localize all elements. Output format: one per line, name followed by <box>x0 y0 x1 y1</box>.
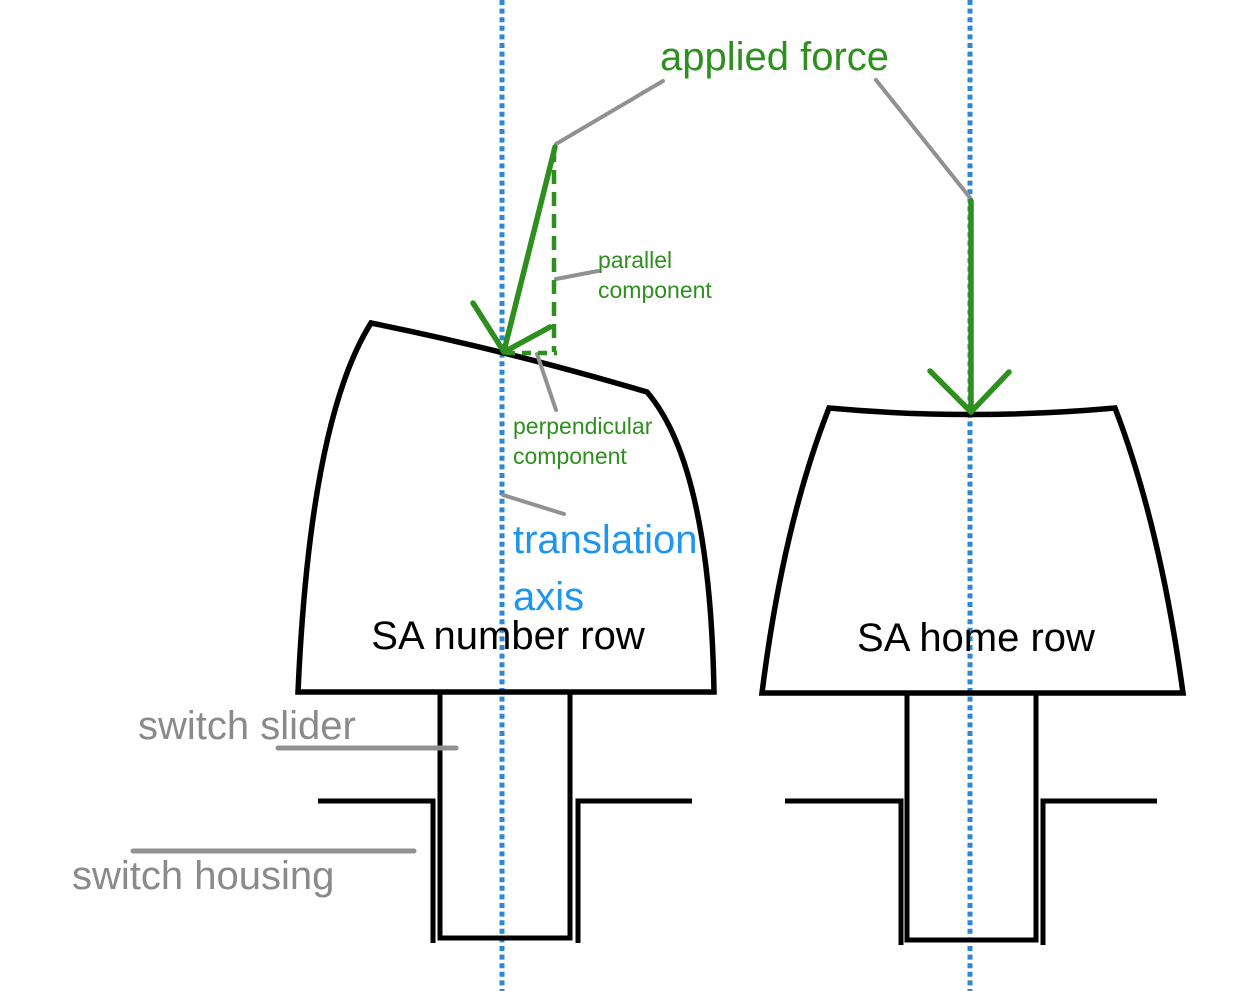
translation-axis-pointer <box>501 493 566 516</box>
arrow-shaft-left <box>501 144 558 354</box>
keycap-outline-sa-number-row <box>295 319 717 695</box>
switch-housing-right-wall-left <box>575 798 692 943</box>
arrow-barb-right-2 <box>968 369 1012 415</box>
perpendicular-component-label: perpendicular component <box>513 413 653 469</box>
keycap-label-sa-home-row: SA home row <box>857 616 1095 660</box>
translation-axis-label: translation axis <box>513 518 698 619</box>
applied-force-arrow-left <box>470 144 558 355</box>
switch-slider-label: switch slider <box>138 704 356 748</box>
arrow-barb-right-1 <box>927 368 974 415</box>
switch-housing-right-wall-right <box>1040 798 1157 945</box>
switch-slider-stem-left <box>437 694 573 941</box>
applied-force-pointer-left <box>554 79 665 146</box>
translation-axes <box>499 0 973 991</box>
keycap-outline-sa-home-row <box>758 405 1187 696</box>
applied-force-label: applied force <box>660 35 890 79</box>
perpendicular-component-pointer <box>535 352 558 412</box>
left-switch <box>295 319 717 943</box>
parallel-component-pointer <box>554 269 600 281</box>
arrow-barb-left-2 <box>501 324 553 355</box>
applied-force-pointer-right <box>874 78 973 201</box>
right-switch <box>758 405 1187 945</box>
force-components <box>506 148 557 356</box>
keycap-label-sa-number-row: SA number row <box>371 614 645 658</box>
switch-housing-left-wall-left <box>318 798 436 943</box>
switch-slider-stem-right <box>904 695 1039 943</box>
arrow-barb-left-1 <box>470 300 507 355</box>
switch-housing-left-wall-right <box>785 798 904 945</box>
pointer-lines <box>130 78 973 854</box>
parallel-component-label: parallel component <box>598 247 712 303</box>
force-arrows <box>470 144 1012 415</box>
switch-housing-label: switch housing <box>72 854 335 898</box>
applied-force-arrow-right <box>927 198 1012 415</box>
